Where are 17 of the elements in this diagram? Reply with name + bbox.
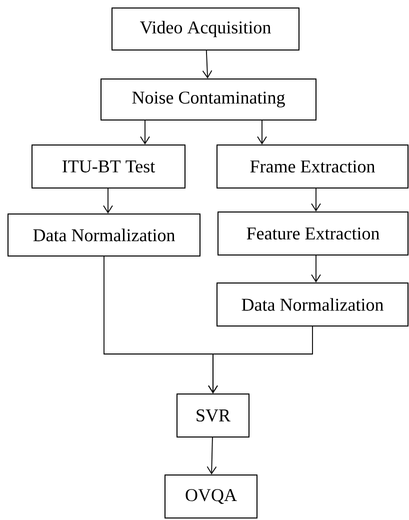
process-box: SVR <box>176 394 250 438</box>
process-box: ITU-BT Test <box>32 144 186 188</box>
arrow <box>206 437 217 474</box>
arrow <box>140 120 150 144</box>
arrow <box>257 120 267 144</box>
process-box: Feature Extraction <box>218 212 408 256</box>
arrow <box>103 188 113 214</box>
arrow <box>311 188 321 212</box>
arrow <box>202 50 212 79</box>
process-box: Video Acquisition <box>112 8 300 50</box>
process-box: Frame Extraction <box>216 144 408 188</box>
process-box: OVQA <box>164 474 258 518</box>
arrow <box>311 255 321 282</box>
arrow <box>208 326 313 394</box>
process-box: Noise Contaminating <box>100 78 316 120</box>
process-box: Data Normalization <box>216 282 408 326</box>
process-box: Data Normalization <box>8 214 200 256</box>
